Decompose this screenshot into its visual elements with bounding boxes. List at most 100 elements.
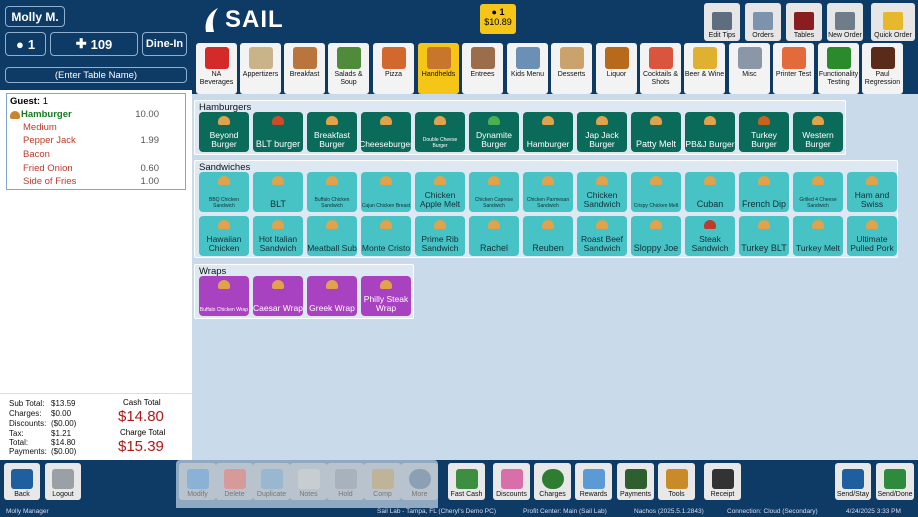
logout-button[interactable]: Logout bbox=[45, 463, 81, 500]
notes-button[interactable]: Notes bbox=[290, 463, 327, 500]
category-appetizers[interactable]: Appertizers bbox=[240, 43, 281, 94]
menu-item[interactable]: Meatball Sub bbox=[307, 216, 357, 256]
menu-item[interactable]: Buffalo Chicken Sandwich bbox=[307, 172, 357, 212]
more-button[interactable]: More bbox=[401, 463, 438, 500]
category-pizza[interactable]: Pizza bbox=[373, 43, 414, 94]
tables-button[interactable]: Tables bbox=[786, 3, 822, 41]
table-number-button[interactable]: ✚109 bbox=[50, 32, 138, 56]
tools-button[interactable]: Tools bbox=[658, 463, 695, 500]
category-paul-regression[interactable]: Paul Regression bbox=[862, 43, 903, 94]
category-na-beverages[interactable]: NA Beverages bbox=[196, 43, 237, 94]
menu-item[interactable]: Jap Jack Burger bbox=[577, 112, 627, 152]
edit-tips-button[interactable]: Edit Tips bbox=[704, 3, 740, 41]
category-printer-test[interactable]: Printer Test bbox=[773, 43, 814, 94]
ticket-list[interactable]: Guest: 1 Hamburger 10.00 Medium Pepper J… bbox=[6, 93, 186, 190]
category-desserts[interactable]: Desserts bbox=[551, 43, 592, 94]
menu-item[interactable]: Prime Rib Sandwich bbox=[415, 216, 465, 256]
hold-button[interactable]: Hold bbox=[327, 463, 364, 500]
ticket-line[interactable]: Hamburger 10.00 bbox=[7, 109, 187, 122]
menu-item[interactable]: BLT burger bbox=[253, 112, 303, 152]
receipt-button[interactable]: Receipt bbox=[704, 463, 741, 500]
sandwich-icon bbox=[596, 176, 608, 185]
discounts-button[interactable]: Discounts bbox=[493, 463, 530, 500]
menu-item[interactable]: Steak Sandwich bbox=[685, 216, 735, 256]
menu-item[interactable]: Cajun Chicken Breast bbox=[361, 172, 411, 212]
category-label: Paul Regression bbox=[864, 71, 901, 86]
category-cocktails[interactable]: Cocktails & Shots bbox=[640, 43, 681, 94]
menu-item[interactable]: Chicken Parmesan Sandwich bbox=[523, 172, 573, 212]
menu-item[interactable]: Chicken Caprese Sandwich bbox=[469, 172, 519, 212]
menu-item[interactable]: Turkey BLT bbox=[739, 216, 789, 256]
duplicate-button[interactable]: Duplicate bbox=[253, 463, 290, 500]
category-handhelds[interactable]: Handhelds bbox=[418, 43, 459, 94]
category-beer-wine[interactable]: Beer & Wine bbox=[684, 43, 725, 94]
menu-item[interactable]: PB&J Burger bbox=[685, 112, 735, 152]
category-misc[interactable]: Misc bbox=[729, 43, 770, 94]
menu-item[interactable]: Turkey Burger bbox=[739, 112, 789, 152]
delete-button[interactable]: Delete bbox=[216, 463, 253, 500]
back-button[interactable]: Back bbox=[4, 463, 40, 500]
menu-item[interactable]: Greek Wrap bbox=[307, 276, 357, 316]
menu-item[interactable]: Breakfast Burger bbox=[307, 112, 357, 152]
hamburger-icon bbox=[10, 111, 20, 119]
new-order-button[interactable]: New Order bbox=[827, 3, 863, 41]
send-stay-button[interactable]: Send/Stay bbox=[835, 463, 871, 500]
server-name-button[interactable]: Molly M. bbox=[5, 6, 65, 27]
menu-item[interactable]: Crispy Chicken Melt bbox=[631, 172, 681, 212]
rewards-button[interactable]: Rewards bbox=[575, 463, 612, 500]
menu-item[interactable]: Turkey Melt bbox=[793, 216, 843, 256]
category-liquor[interactable]: Liquor bbox=[596, 43, 637, 94]
guest-total-badge[interactable]: ● 1 $10.89 bbox=[480, 4, 516, 34]
menu-item[interactable]: Monte Cristo bbox=[361, 216, 411, 256]
menu-item[interactable]: Hot Italian Sandwich bbox=[253, 216, 303, 256]
group-title: Wraps bbox=[199, 266, 227, 277]
menu-item[interactable]: Ham and Swiss bbox=[847, 172, 897, 212]
menu-item[interactable]: French Dip bbox=[739, 172, 789, 212]
table-name-input[interactable]: (Enter Table Name) bbox=[5, 67, 187, 83]
menu-item[interactable]: Dynamite Burger bbox=[469, 112, 519, 152]
ticket-modifier[interactable]: Medium bbox=[7, 122, 187, 135]
menu-item[interactable]: BLT bbox=[253, 172, 303, 212]
menu-item[interactable]: Buffalo Chicken Wrap bbox=[199, 276, 249, 316]
menu-item[interactable]: Cheeseburger bbox=[361, 112, 411, 152]
ticket-modifier[interactable]: Bacon bbox=[7, 149, 187, 162]
orders-button[interactable]: Orders bbox=[745, 3, 781, 41]
menu-item[interactable]: Rachel bbox=[469, 216, 519, 256]
menu-item[interactable]: Western Burger bbox=[793, 112, 843, 152]
menu-item[interactable]: Philly Steak Wrap bbox=[361, 276, 411, 316]
menu-item[interactable]: Caesar Wrap bbox=[253, 276, 303, 316]
menu-item[interactable]: Sloppy Joe bbox=[631, 216, 681, 256]
charges-button[interactable]: Charges bbox=[534, 463, 571, 500]
item-label: Grilled 4 Cheese Sandwich bbox=[799, 197, 837, 209]
menu-item[interactable]: Ultimate Pulled Pork bbox=[847, 216, 897, 256]
menu-item[interactable]: Beyond Burger bbox=[199, 112, 249, 152]
quick-order-button[interactable]: Quick Order bbox=[871, 3, 915, 41]
order-type-button[interactable]: Dine-In bbox=[142, 32, 187, 56]
category-functionality-testing[interactable]: Functionality Testing bbox=[818, 43, 859, 94]
menu-item[interactable]: Hamburger bbox=[523, 112, 573, 152]
comp-button[interactable]: Comp bbox=[364, 463, 401, 500]
menu-item[interactable]: Double Cheese Burger bbox=[415, 112, 465, 152]
menu-item[interactable]: Grilled 4 Cheese Sandwich bbox=[793, 172, 843, 212]
cash-icon bbox=[455, 469, 478, 489]
menu-item[interactable]: Patty Melt bbox=[631, 112, 681, 152]
category-breakfast[interactable]: Breakfast bbox=[284, 43, 325, 94]
guests-button[interactable]: ●1 bbox=[5, 32, 46, 56]
fast-cash-button[interactable]: Fast Cash bbox=[448, 463, 485, 500]
menu-item[interactable]: Chicken Apple Melt bbox=[415, 172, 465, 212]
menu-item[interactable]: BBQ Chicken Sandwich bbox=[199, 172, 249, 212]
send-done-button[interactable]: Send/Done bbox=[876, 463, 914, 500]
menu-item[interactable]: Hawaiian Chicken bbox=[199, 216, 249, 256]
category-kids-menu[interactable]: Kids Menu bbox=[507, 43, 548, 94]
menu-item[interactable]: Chicken Sandwich bbox=[577, 172, 627, 212]
category-entrees[interactable]: Entrees bbox=[462, 43, 503, 94]
menu-item[interactable]: Roast Beef Sandwich bbox=[577, 216, 627, 256]
menu-item[interactable]: Cuban bbox=[685, 172, 735, 212]
modify-button[interactable]: Modify bbox=[179, 463, 216, 500]
category-salads-soup[interactable]: Salads & Soup bbox=[328, 43, 369, 94]
payments-button[interactable]: Payments bbox=[617, 463, 654, 500]
menu-item[interactable]: Reuben bbox=[523, 216, 573, 256]
